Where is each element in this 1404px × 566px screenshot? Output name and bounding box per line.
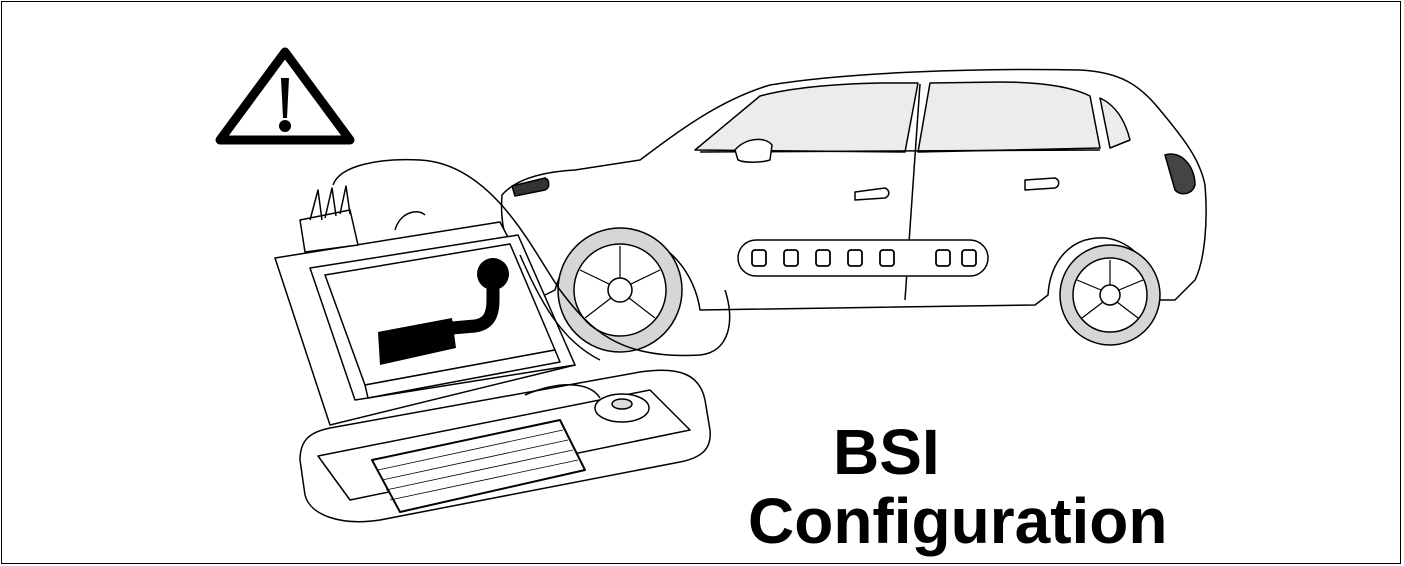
- car-illustration: [500, 68, 1207, 353]
- caption-line-1: BSI: [833, 416, 940, 488]
- tow-bar-icon: [378, 258, 509, 365]
- caption-line-2: Configuration: [748, 485, 1168, 557]
- warning-triangle-icon: [215, 47, 355, 145]
